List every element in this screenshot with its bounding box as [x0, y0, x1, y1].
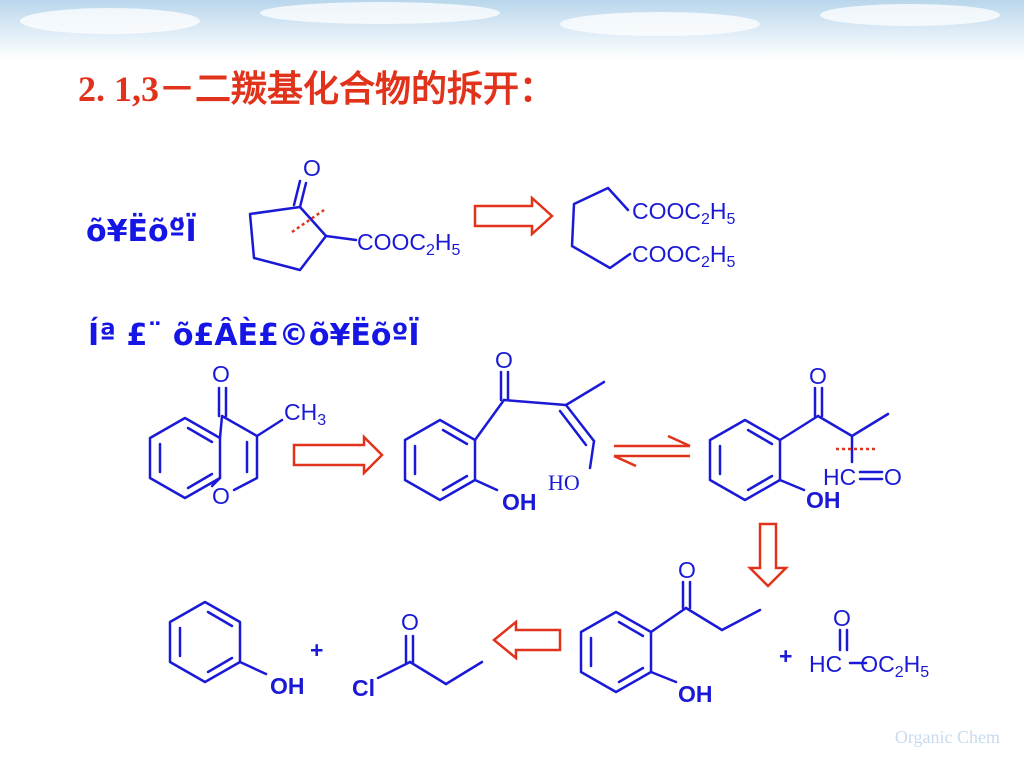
cyclopentanone-ester: O COOC2H5: [248, 155, 461, 272]
formate-carbonyl-oxygen: O: [833, 605, 851, 631]
aromatic-double-bond: [617, 620, 645, 638]
equilibrium-arrow: [613, 434, 691, 468]
cloud-decoration: [260, 2, 500, 24]
phenol-oh: OH: [678, 681, 713, 707]
propanoyl-chloride: O Cl: [352, 609, 484, 701]
phenol-bond: [649, 670, 678, 684]
phenol-oh: OH: [502, 489, 537, 515]
phenol-oh: OH: [806, 487, 841, 513]
keto-aldehyde: O HC O OH: [708, 363, 902, 513]
enol-intermediate: O HO OH: [403, 347, 606, 515]
aromatic-double-bond: [441, 474, 469, 492]
phenol-bond: [778, 478, 806, 492]
forward-arrowhead: [667, 434, 691, 448]
benzene-ring: [168, 600, 242, 684]
ketone-oxygen: O: [303, 155, 321, 181]
ethyl-bond: [720, 608, 762, 632]
retrosynthesis-arrow: [292, 433, 384, 477]
chain-bond: [408, 660, 448, 686]
diester-bottom: COOC2H5: [632, 241, 736, 271]
chain-bond: [502, 398, 568, 407]
enol-hydroxyl: HO: [548, 470, 580, 495]
retrosynthesis-arrow-left: [492, 619, 562, 661]
aromatic-double-bond: [746, 428, 774, 446]
diester-top: COOC2H5: [632, 198, 736, 228]
phenol: OH: [168, 600, 305, 699]
cloud-decoration: [820, 4, 1000, 26]
aromatic-double-bond: [206, 610, 234, 628]
methyl-group: CH3: [284, 399, 326, 429]
enol-double-bond: [558, 409, 588, 447]
enol-carbonyl-oxygen: O: [495, 347, 513, 373]
aryl-carbonyl-bond: [649, 606, 688, 634]
plus-sign: +: [310, 637, 323, 663]
hydroxypropiophenone: O OH: [579, 557, 762, 707]
chloride-bond: [376, 660, 412, 680]
disconnection-mark: [291, 208, 325, 234]
watermark: Organic Chem: [894, 727, 1000, 747]
aromatic-double-bond: [186, 426, 214, 444]
aromatic-double-bond: [746, 474, 774, 492]
aromatic-double-bond: [186, 472, 214, 490]
retrosynthesis-arrow: [473, 195, 554, 237]
sky-banner: [0, 0, 1024, 60]
garbled-label-2: Íª £¨ õ£ÂÈ£©õ¥ËõºÏ: [88, 318, 420, 353]
aromatic-double-bond: [617, 666, 645, 684]
chromone-carbonyl-oxygen: O: [212, 361, 230, 387]
garbled-label-1: õ¥Ëõº̈Ï: [86, 214, 197, 249]
aldehyde-oxygen: O: [884, 464, 902, 490]
retrosynthesis-arrow-down: [746, 522, 790, 588]
cloud-decoration: [560, 12, 760, 36]
ethyl-bond: [444, 660, 484, 686]
aromatic-double-bond: [206, 656, 234, 674]
phenol-oh: OH: [270, 673, 305, 699]
keto-carbonyl-oxygen: O: [809, 363, 827, 389]
enol-double-bond: [564, 403, 596, 443]
reverse-arrowhead: [613, 454, 637, 468]
methyl-bond: [564, 380, 606, 407]
carbon-chain: [570, 186, 632, 270]
aldehyde-hc: HC: [823, 464, 856, 490]
pyranone-ring: [218, 414, 259, 492]
chain-bond: [684, 606, 724, 632]
aryl-carbonyl-bond: [778, 414, 820, 442]
chromone-ring-oxygen: O: [212, 483, 230, 509]
phenol-bond: [473, 478, 499, 492]
chain-bond: [816, 414, 854, 438]
ester-group: COOC2H5: [357, 229, 461, 259]
ester-bond: [324, 234, 358, 242]
methyl-bond: [255, 418, 284, 438]
adipate-diester: COOC2H5 COOC2H5: [570, 186, 736, 271]
cloud-decoration: [20, 8, 200, 34]
slide-title: 2. 1,3－二羰基化合物的拆开：: [78, 69, 556, 109]
ring-oxygen-bond: [210, 476, 222, 488]
acyl-oxygen: O: [401, 609, 419, 635]
carbonyl-bond: [292, 179, 302, 207]
enol-oh-bond: [588, 439, 596, 470]
aryl-carbonyl-bond: [473, 398, 506, 442]
cyclopentane-ring: [248, 205, 328, 272]
acyl-chlorine: Cl: [352, 675, 375, 701]
aromatic-double-bond: [441, 428, 469, 446]
carbonyl-bond: [298, 181, 308, 209]
plus-sign: +: [779, 643, 792, 669]
phenol-bond: [238, 660, 268, 676]
ketone-oxygen: O: [678, 557, 696, 583]
methyl-bond: [850, 412, 890, 438]
methylchromone: O O CH3: [148, 361, 326, 509]
